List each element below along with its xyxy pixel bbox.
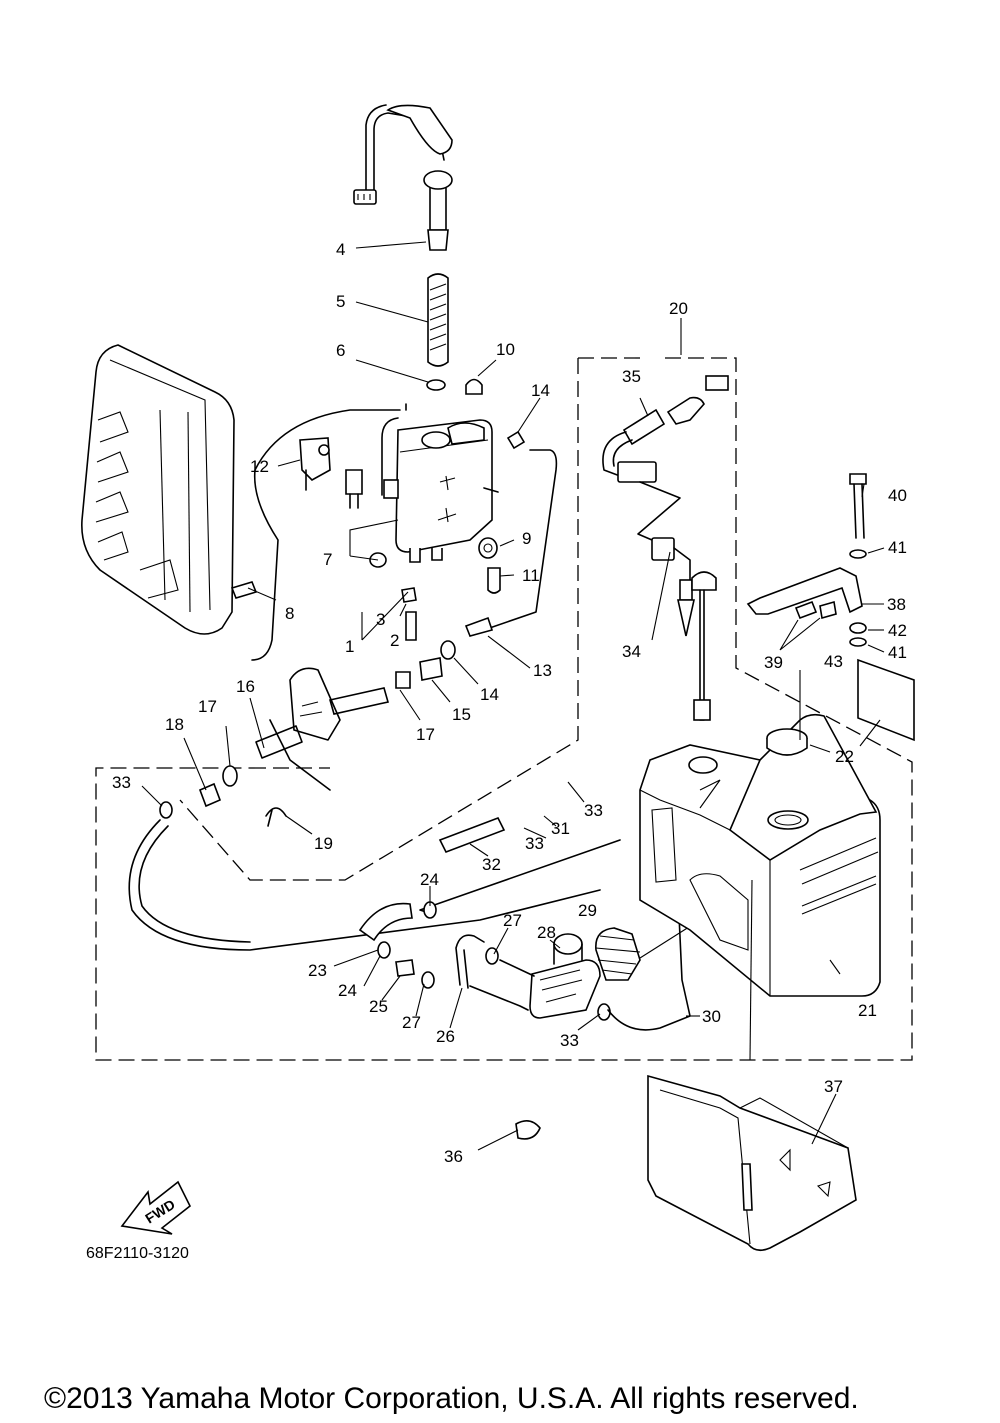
label-24b: 24 — [338, 981, 357, 1000]
label-8: 8 — [285, 604, 294, 623]
label-38: 38 — [887, 595, 906, 614]
label-2: 2 — [390, 631, 399, 650]
label-23: 23 — [308, 961, 327, 980]
label-30: 30 — [702, 1007, 721, 1026]
label-18: 18 — [165, 715, 184, 734]
label-17b: 17 — [416, 725, 435, 744]
label-3: 3 — [376, 610, 385, 629]
label-33b: 33 — [584, 801, 603, 820]
engine-cowling — [81, 344, 235, 635]
tank-cap-22 — [766, 728, 808, 756]
label-12: 12 — [250, 457, 269, 476]
label-25: 25 — [369, 997, 388, 1016]
fittings-middle — [328, 640, 456, 715]
sub-oil-tank — [383, 419, 499, 563]
main-oil-tank — [639, 713, 881, 997]
fwd-arrow: FWD — [120, 1180, 192, 1235]
label-24a: 24 — [420, 870, 439, 889]
leader-lines — [141, 241, 885, 1151]
label-28: 28 — [537, 923, 556, 942]
label-33a: 33 — [112, 773, 131, 792]
label-33c: 33 — [525, 834, 544, 853]
assembly-20-boundary — [95, 357, 913, 1061]
clip-36 — [515, 1120, 541, 1140]
label-43: 43 — [824, 652, 843, 671]
label-34: 34 — [622, 642, 641, 661]
label-27b: 27 — [402, 1013, 421, 1032]
label-7: 7 — [323, 550, 332, 569]
oil-filter — [426, 273, 449, 391]
label-1: 1 — [345, 637, 354, 656]
label-32: 32 — [482, 855, 501, 874]
grommets — [465, 378, 498, 559]
label-41b: 41 — [888, 643, 907, 662]
callout-labels: 1 2 3 4 5 6 7 8 9 10 11 12 13 14 14 15 1… — [112, 240, 907, 1166]
label-37: 37 — [824, 1077, 843, 1096]
mounting-plate-37 — [647, 1074, 857, 1252]
oil-level-sensor — [353, 104, 453, 496]
label-11: 11 — [522, 566, 540, 585]
label-5: 5 — [336, 292, 345, 311]
oil-pump — [455, 849, 691, 1031]
label-41a: 41 — [888, 538, 907, 557]
hoses-upper — [230, 403, 558, 661]
label-35: 35 — [622, 367, 641, 386]
label-36: 36 — [444, 1147, 463, 1166]
label-13: 13 — [533, 661, 552, 680]
engine-bracket — [255, 667, 341, 791]
label-10: 10 — [496, 340, 515, 359]
label-33d: 33 — [560, 1031, 579, 1050]
hose-loop — [128, 819, 601, 951]
label-15: 15 — [452, 705, 471, 724]
hose-32 — [358, 816, 621, 989]
sensor-harness — [602, 375, 729, 721]
label-19: 19 — [314, 834, 333, 853]
label-14b: 14 — [480, 685, 499, 704]
label-40: 40 — [888, 486, 907, 505]
label-29: 29 — [578, 901, 597, 920]
label-27a: 27 — [503, 911, 522, 930]
label-17a: 17 — [198, 697, 217, 716]
fittings-left — [159, 765, 287, 827]
tank-bracket-38 — [746, 473, 867, 647]
label-21: 21 — [858, 1001, 877, 1020]
label-14a: 14 — [531, 381, 550, 400]
label-4: 4 — [336, 240, 345, 259]
label-16: 16 — [236, 677, 255, 696]
label-26: 26 — [436, 1027, 455, 1046]
label-6: 6 — [336, 341, 345, 360]
label-42: 42 — [888, 621, 907, 640]
copyright-notice: ©2013 Yamaha Motor Corporation, U.S.A. A… — [44, 1382, 859, 1415]
tank-cap-29 — [595, 919, 701, 981]
label-9: 9 — [522, 529, 531, 548]
label-20: 20 — [669, 299, 688, 318]
drawing-code: 68F2110-3120 — [86, 1245, 189, 1262]
caution-label-43 — [857, 658, 915, 742]
bolts-and-bracket — [299, 437, 501, 594]
label-39: 39 — [764, 653, 783, 672]
label-22: 22 — [835, 747, 854, 766]
label-31: 31 — [551, 819, 570, 838]
